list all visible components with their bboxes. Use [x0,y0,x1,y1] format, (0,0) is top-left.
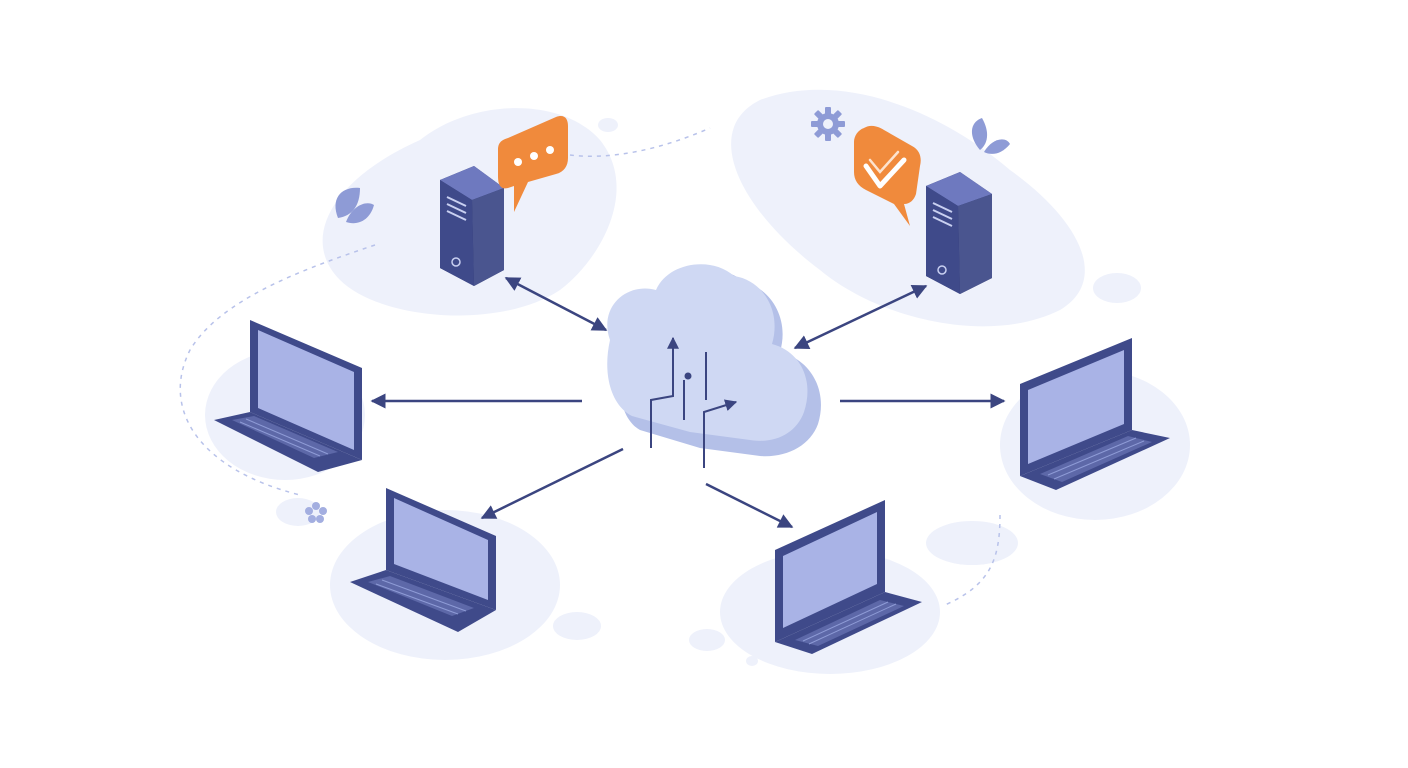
edge-cloud-laptop-bottom-left [480,447,624,520]
blob-dot [598,118,618,132]
server-left [440,166,504,286]
dashed-curve [569,127,711,158]
blob-dot [746,656,758,666]
cloud-icon [607,264,821,468]
laptop-keyboard [368,576,474,616]
laptop-bottom-left [350,488,496,632]
laptop-keyboard [1040,436,1152,482]
laptop-screen [258,330,354,450]
dashed-curve [179,244,376,496]
blob-server-right [731,89,1085,327]
dashed-curve [944,514,1001,606]
connection-arrows [370,276,1006,529]
laptop-screen [394,498,488,600]
server-right [926,172,992,294]
chat-dots-bubble-icon [498,116,568,212]
check-bubble-icon [854,125,921,226]
cloud-body [607,264,808,441]
blob-dot [553,612,601,640]
blob-dot [1093,273,1141,303]
laptop-screen [1028,350,1124,464]
laptop-right [1020,338,1170,490]
dashed-decor-lines [179,127,1001,606]
flower-icon [305,502,327,523]
edge-cloud-laptop-bottom-right [705,482,794,529]
laptop-screen [783,512,877,628]
leaf-icon [335,187,374,224]
blob-dot [926,521,1018,565]
blob-dot [689,629,725,651]
edge-cloud-server-right [793,284,928,350]
laptop-bottom-right [775,500,922,654]
laptop-keyboard [795,600,904,646]
leaf-icon [971,118,1010,154]
laptop-left [214,320,362,472]
decorations [305,107,1010,523]
edge-cloud-server-left [504,276,608,332]
gear-icon [811,107,845,141]
